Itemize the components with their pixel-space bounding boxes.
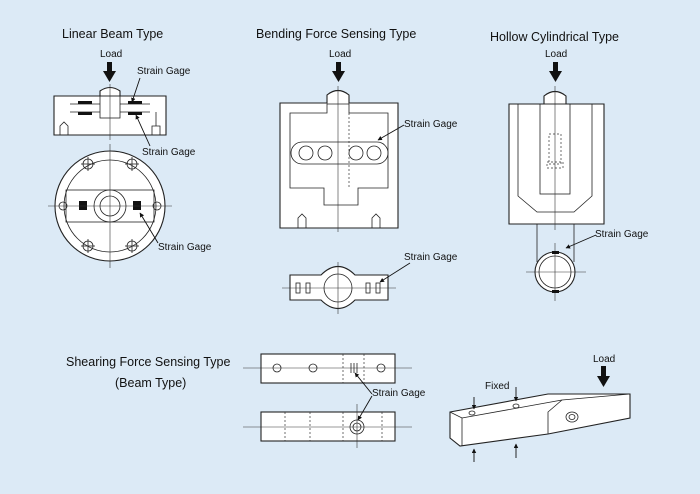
shearing-isometric-view [449,393,631,447]
bending-load-label: Load [329,49,351,60]
bending-section: Bending Force Sensing Type Load Strain G… [256,27,458,314]
linear-beam-side-view [53,84,167,140]
hollow-title: Hollow Cylindrical Type [490,30,619,44]
bending-front-view [279,86,399,232]
shearing-section: Shearing Force Sensing Type (Beam Type) [66,353,631,462]
shearing-subtitle: (Beam Type) [115,376,186,390]
hollow-section: Hollow Cylindrical Type Load Strain Gage [490,30,649,301]
linear-beam-section: Linear Beam Type Load Strain Gage Strai [48,27,212,268]
linear-beam-gage-label-bottom: Strain Gage [158,242,212,253]
linear-beam-gage-label-mid: Strain Gage [142,147,196,158]
load-arrow-icon [549,62,562,82]
linear-beam-load-label: Load [100,49,122,60]
hollow-section-view [508,86,605,262]
linear-beam-gage-label-top: Strain Gage [137,66,191,77]
bending-gage-label-top: Strain Gage [404,119,458,130]
linear-beam-plan-view [48,144,172,268]
load-arrow-icon [103,62,116,82]
bending-title: Bending Force Sensing Type [256,27,416,41]
bending-plan-view [282,262,396,314]
shearing-load-label: Load [593,354,615,365]
shearing-front-view [243,404,412,448]
shearing-gage-label: Strain Gage [372,388,426,399]
hollow-gage-label: Strain Gage [595,229,649,240]
load-arrow-icon [597,366,610,387]
shearing-top-view [243,353,412,384]
shearing-title: Shearing Force Sensing Type [66,355,231,369]
hollow-plan-view [526,243,586,301]
shearing-fixed-label: Fixed [485,381,509,392]
load-arrow-icon [332,62,345,82]
hollow-load-label: Load [545,49,567,60]
linear-beam-title: Linear Beam Type [62,27,163,41]
bending-gage-label-bottom: Strain Gage [404,252,458,263]
